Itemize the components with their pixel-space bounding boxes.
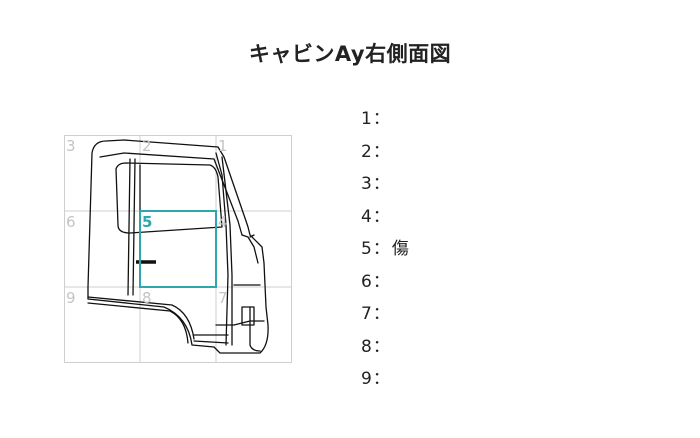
legend-item-3: 3： xyxy=(361,172,409,205)
diagram-cell-7[interactable]: 7 xyxy=(216,287,292,363)
cell-number: 5 xyxy=(142,213,153,231)
cell-number: 9 xyxy=(66,289,76,307)
legend-separator: ： xyxy=(372,369,390,389)
cell-number: 3 xyxy=(66,137,76,155)
diagram-cell-3[interactable]: 3 xyxy=(64,135,140,211)
legend-number: 6 xyxy=(361,271,372,292)
legend-item-4: 4： xyxy=(361,205,409,238)
legend-separator: ： xyxy=(372,304,390,324)
legend-separator: ： xyxy=(372,239,390,259)
diagram-cell-5-selected[interactable]: 5 xyxy=(139,210,217,288)
legend-item-5: 5：傷 xyxy=(361,237,409,270)
diagram-cell-9[interactable]: 9 xyxy=(64,287,140,363)
page-title: キャビンAy右側面図 xyxy=(248,42,452,66)
legend-value: 傷 xyxy=(391,239,409,259)
legend-number: 2 xyxy=(361,141,372,162)
legend-separator: ： xyxy=(372,206,390,227)
legend-item-1: 1： xyxy=(361,107,409,140)
legend-number: 5 xyxy=(361,239,372,259)
diagram-cell-1[interactable]: 1 xyxy=(216,135,292,211)
diagram-cell-8[interactable]: 8 xyxy=(140,287,216,363)
cell-number: 7 xyxy=(218,289,228,307)
legend-number: 8 xyxy=(361,336,372,357)
legend-separator: ： xyxy=(372,141,390,162)
cabin-side-diagram: 3 2 1 6 5 4 9 8 7 xyxy=(64,135,292,363)
cell-number: 8 xyxy=(142,289,152,307)
cell-number: 6 xyxy=(66,213,76,231)
cell-number: 1 xyxy=(218,137,228,155)
legend-number: 4 xyxy=(361,206,372,227)
legend-item-7: 7： xyxy=(361,302,409,335)
cell-number: 2 xyxy=(142,137,152,155)
cell-number: 4 xyxy=(218,213,228,231)
diagram-cell-4[interactable]: 4 xyxy=(216,211,292,287)
legend-item-9: 9： xyxy=(361,367,409,400)
legend-number: 9 xyxy=(361,369,372,389)
legend-number: 7 xyxy=(361,304,372,324)
legend-separator: ： xyxy=(372,174,390,194)
legend-number: 3 xyxy=(361,174,372,194)
legend-item-8: 8： xyxy=(361,335,409,368)
diagram-cell-6[interactable]: 6 xyxy=(64,211,140,287)
cabin-right-side-drawing xyxy=(64,135,292,363)
damage-legend-list: 1： 2： 3： 4： 5：傷 6： 7： 8： 9： xyxy=(361,107,409,400)
diagram-cell-2[interactable]: 2 xyxy=(140,135,216,211)
legend-separator: ： xyxy=(372,109,390,129)
legend-separator: ： xyxy=(372,336,390,357)
legend-separator: ： xyxy=(372,271,390,292)
legend-item-6: 6： xyxy=(361,270,409,303)
legend-item-2: 2： xyxy=(361,140,409,173)
legend-number: 1 xyxy=(361,109,372,129)
cabin-outline xyxy=(87,139,269,354)
